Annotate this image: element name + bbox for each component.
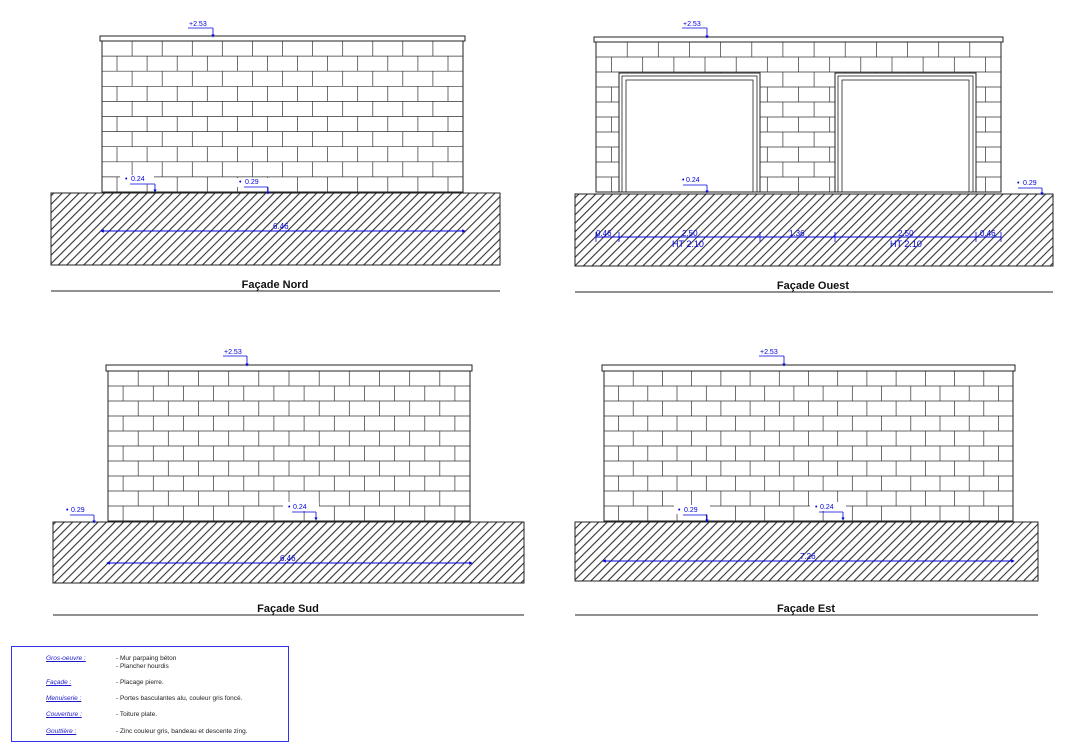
level-marker-top: +2.53: [223, 349, 249, 367]
svg-text:+2.53: +2.53: [189, 21, 207, 28]
ground-hatch: [50, 192, 501, 266]
level-marker: • 0.29: [674, 505, 710, 523]
svg-text:0.29: 0.29: [245, 179, 259, 186]
svg-text:+2.53: +2.53: [224, 349, 242, 356]
svg-text:0.46: 0.46: [980, 229, 996, 238]
facade-title: Façade Sud: [257, 603, 319, 615]
svg-text:6.46: 6.46: [280, 554, 296, 563]
legend-label: Gros-oeuvre :: [46, 655, 86, 662]
svg-text:HT 2.10: HT 2.10: [672, 239, 704, 249]
legend-text: - Placage pierre.: [116, 679, 164, 686]
brick-joints: [604, 371, 1013, 521]
width-dimension: 6.46: [106, 554, 473, 565]
svg-text:•: •: [815, 504, 818, 511]
level-marker: • 0.24: [283, 502, 319, 521]
legend-label: Menuiserie :: [46, 695, 82, 702]
roof-coping: [99, 35, 466, 42]
svg-text:•: •: [239, 179, 242, 186]
brick-joints: [108, 371, 470, 521]
brick-wall: [107, 370, 471, 522]
legend-text: - Zinc couleur gris, bandeau et descente…: [116, 728, 248, 735]
ground-hatch: [574, 193, 1054, 267]
ground-hatch: [52, 521, 525, 584]
level-marker: • 0.24: [120, 175, 157, 193]
svg-text:•: •: [288, 504, 291, 511]
svg-text:7.26: 7.26: [800, 552, 816, 561]
svg-text:0.24: 0.24: [686, 177, 700, 184]
brick-wall: [603, 370, 1014, 522]
svg-text:1.36: 1.36: [789, 229, 805, 238]
legend-label: Couverture :: [46, 711, 82, 718]
materials-legend: Gros-oeuvre : - Mur parpaing béton - Pla…: [11, 646, 289, 742]
roof-coping: [593, 36, 1004, 43]
level-marker-top: +2.53: [188, 21, 215, 38]
svg-text:0.29: 0.29: [684, 507, 698, 514]
facade-title: Façade Nord: [242, 279, 309, 291]
brick-joints: [102, 41, 463, 192]
facade-title: Façade Ouest: [777, 280, 849, 292]
svg-text:•: •: [125, 176, 128, 183]
facade-title: Façade Est: [777, 603, 835, 615]
brick-wall: [101, 40, 464, 193]
svg-text:0.24: 0.24: [131, 176, 145, 183]
level-marker: • 0.24: [682, 177, 709, 194]
level-marker: • 0.24: [810, 502, 846, 521]
svg-text:0.29: 0.29: [1023, 180, 1037, 187]
ground-hatch: [574, 521, 1039, 582]
width-dimension: 7.26: [602, 552, 1015, 563]
level-marker: • 0.29: [66, 507, 96, 524]
svg-text:•: •: [66, 507, 69, 514]
facade-nord: +2.53 • 0.24 • 0.29 6.46 Façade Nord: [50, 21, 501, 292]
level-marker-top: +2.53: [759, 349, 786, 367]
legend-text: - Toiture plate.: [116, 711, 158, 718]
legend-text: - Mur parpaing béton - Plancher hourdis: [116, 655, 177, 670]
width-dimension: 6.46: [100, 222, 466, 233]
svg-text:0.46: 0.46: [596, 229, 612, 238]
roof-coping: [601, 364, 1016, 372]
svg-text:6.46: 6.46: [273, 222, 289, 231]
svg-text:0.24: 0.24: [820, 504, 834, 511]
garage-door: [834, 72, 977, 193]
svg-text:HT 2.10: HT 2.10: [890, 239, 922, 249]
facade-sud: +2.53 • 0.29 • 0.24 6.46 Façade Sud: [52, 349, 525, 616]
facade-ouest: +2.53 • 0.24 • 0.29 0.46 2.50 1.: [574, 21, 1054, 293]
svg-text:0.29: 0.29: [71, 507, 85, 514]
level-marker: • 0.29: [236, 178, 270, 195]
roof-coping: [105, 364, 473, 372]
level-marker-top: +2.53: [682, 21, 709, 39]
garage-door: [618, 72, 761, 193]
dimension-chain: 0.46 2.50 1.36 2.50 0.46 HT 2.10 HT 2.10: [595, 229, 1002, 249]
legend-label: Façade :: [46, 679, 72, 686]
facade-est: +2.53 • 0.29 • 0.24 7.26 Façade Est: [574, 349, 1039, 616]
svg-text:•: •: [682, 177, 685, 184]
svg-text:•: •: [1017, 180, 1020, 187]
legend-label: Gouttière :: [46, 728, 77, 735]
level-marker: • 0.29: [1017, 180, 1044, 196]
svg-text:•: •: [678, 507, 681, 514]
svg-text:0.24: 0.24: [293, 504, 307, 511]
svg-text:2.50: 2.50: [898, 229, 914, 238]
svg-text:+2.53: +2.53: [683, 21, 701, 28]
svg-text:2.50: 2.50: [682, 229, 698, 238]
legend-text: - Portes basculantes alu, couleur gris f…: [116, 695, 243, 702]
svg-text:+2.53: +2.53: [760, 349, 778, 356]
